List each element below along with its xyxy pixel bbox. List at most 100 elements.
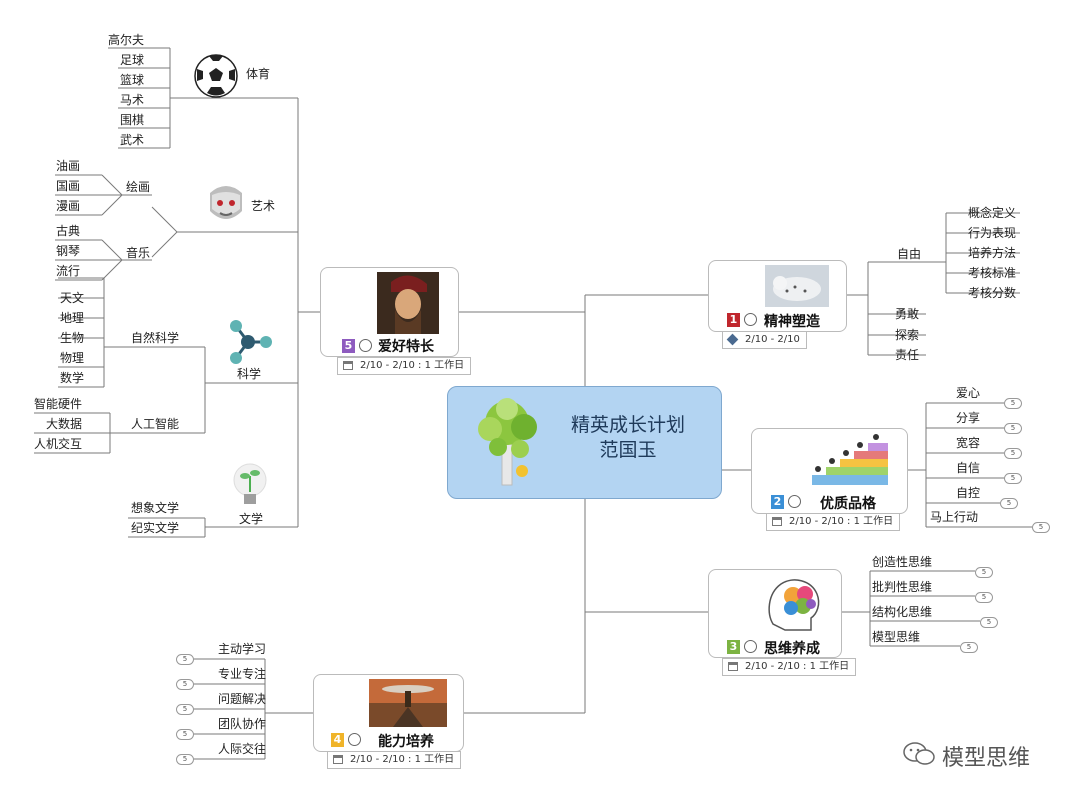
node-siwei-item[interactable]: 模型思维 xyxy=(872,630,921,644)
node-zeren[interactable]: 责任 xyxy=(895,348,920,362)
topic-title-aihao: 爱好特长 xyxy=(378,339,434,355)
node-huihua-child[interactable]: 漫画 xyxy=(56,199,81,213)
topic-card-pinge[interactable]: 2 优质品格 xyxy=(751,428,908,514)
node-tansuo[interactable]: 探索 xyxy=(895,328,920,342)
wechat-icon xyxy=(903,742,935,765)
topic-title-nengli: 能力培养 xyxy=(378,734,434,750)
node-ziyou-child[interactable]: 考核标准 xyxy=(968,266,1017,280)
node-pinge-item[interactable]: 马上行动 xyxy=(930,510,979,524)
node-nengli-item[interactable]: 人际交往 xyxy=(218,742,267,756)
node-ziran[interactable]: 自然科学 xyxy=(131,331,180,345)
node-tiyu-child[interactable]: 围棋 xyxy=(120,113,145,127)
date-text: 2/10 - 2/10 : 1 工作日 xyxy=(350,754,455,765)
topic-card-jingshen[interactable]: 1 精神塑造 xyxy=(708,260,847,332)
task-status-circle[interactable] xyxy=(359,339,372,352)
count-badge: 5 xyxy=(975,592,993,603)
node-yinyue-child[interactable]: 流行 xyxy=(56,264,81,278)
node-tiyu-child[interactable]: 足球 xyxy=(120,53,145,67)
node-tiyu-child[interactable]: 武术 xyxy=(120,133,145,147)
calendar-icon xyxy=(333,755,343,764)
topic-card-nengli[interactable]: 4 能力培养 xyxy=(313,674,464,752)
node-pinge-item[interactable]: 分享 xyxy=(956,411,981,425)
node-ai-child[interactable]: 人机交互 xyxy=(34,437,83,451)
topic-number-3: 3 xyxy=(727,640,740,654)
calendar-icon xyxy=(772,517,782,526)
node-yonggan[interactable]: 勇敢 xyxy=(895,307,920,321)
node-ziyou-child[interactable]: 考核分数 xyxy=(968,286,1017,300)
molecule-icon xyxy=(230,320,272,364)
central-topic[interactable]: 精英成长计划 范国玉 xyxy=(447,386,722,499)
node-nengli-item[interactable]: 问题解决 xyxy=(218,692,267,706)
topic-number-5: 5 xyxy=(342,339,355,353)
central-title-line2: 范国玉 xyxy=(599,439,657,461)
topic-number-1: 1 xyxy=(727,313,740,327)
topic-number-4: 4 xyxy=(331,733,344,747)
task-status-circle[interactable] xyxy=(348,733,361,746)
node-nengli-item[interactable]: 专业专注 xyxy=(218,667,267,681)
node-siwei-item[interactable]: 批判性思维 xyxy=(872,580,933,594)
snow-leopard-icon xyxy=(765,265,829,307)
node-tiyu-child[interactable]: 高尔夫 xyxy=(108,33,145,47)
node-nengli-item[interactable]: 团队协作 xyxy=(218,717,267,731)
date-text: 2/10 - 2/10 : 1 工作日 xyxy=(745,661,850,672)
node-tiyu-child[interactable]: 篮球 xyxy=(120,73,145,87)
node-huihua-child[interactable]: 油画 xyxy=(56,159,81,173)
node-siwei-item[interactable]: 创造性思维 xyxy=(872,555,933,569)
node-kexue[interactable]: 科学 xyxy=(237,367,262,381)
node-ziran-child[interactable]: 天文 xyxy=(60,291,85,305)
count-badge: 5 xyxy=(176,754,194,765)
node-ai[interactable]: 人工智能 xyxy=(131,417,180,431)
topic-card-siwei[interactable]: 3 思维养成 xyxy=(708,569,842,658)
count-badge: 5 xyxy=(176,654,194,665)
node-yinyue-child[interactable]: 钢琴 xyxy=(56,244,81,258)
node-tiyu[interactable]: 体育 xyxy=(246,67,271,81)
node-pinge-item[interactable]: 爱心 xyxy=(956,386,981,400)
node-siwei-item[interactable]: 结构化思维 xyxy=(872,605,933,619)
node-yinyue-child[interactable]: 古典 xyxy=(56,224,81,238)
node-ziran-child[interactable]: 物理 xyxy=(60,351,85,365)
count-badge: 5 xyxy=(176,729,194,740)
node-ziran-child[interactable]: 地理 xyxy=(60,311,85,325)
node-ziyou-child[interactable]: 培养方法 xyxy=(968,246,1017,260)
count-badge: 5 xyxy=(176,679,194,690)
count-badge: 5 xyxy=(980,617,998,628)
date-text: 2/10 - 2/10 xyxy=(745,334,800,345)
central-title-line1: 精英成长计划 xyxy=(570,414,685,436)
count-badge: 5 xyxy=(1004,398,1022,409)
node-wenxue-child[interactable]: 想象文学 xyxy=(131,501,180,515)
date-range-jingshen: 2/10 - 2/10 xyxy=(722,331,807,349)
node-ziyou-child[interactable]: 行为表现 xyxy=(968,226,1017,240)
count-badge: 5 xyxy=(176,704,194,715)
node-ai-child[interactable]: 智能硬件 xyxy=(34,397,83,411)
node-ziran-child[interactable]: 生物 xyxy=(60,331,85,345)
node-yinyue[interactable]: 音乐 xyxy=(126,246,151,260)
task-status-circle[interactable] xyxy=(744,313,757,326)
count-badge: 5 xyxy=(1004,423,1022,434)
node-pinge-item[interactable]: 自控 xyxy=(956,486,981,500)
calendar-icon xyxy=(728,662,738,671)
node-nengli-item[interactable]: 主动学习 xyxy=(218,642,267,656)
node-huihua-child[interactable]: 国画 xyxy=(56,179,81,193)
tree-icon xyxy=(478,398,537,486)
node-pinge-item[interactable]: 自信 xyxy=(956,461,981,475)
node-ai-child[interactable]: 大数据 xyxy=(46,417,83,431)
node-ziyou[interactable]: 自由 xyxy=(897,247,922,261)
date-range-siwei: 2/10 - 2/10 : 1 工作日 xyxy=(722,658,857,676)
topic-card-aihao[interactable]: 5 爱好特长 xyxy=(320,267,459,357)
mask-face-icon xyxy=(210,186,242,219)
node-yishu[interactable]: 艺术 xyxy=(251,199,276,213)
count-badge: 5 xyxy=(1032,522,1050,533)
central-topic-title: 精英成长计划 范国玉 xyxy=(548,413,708,463)
balance-rock-icon xyxy=(369,679,447,727)
date-range-pinge: 2/10 - 2/10 : 1 工作日 xyxy=(766,513,901,531)
node-wenxue[interactable]: 文学 xyxy=(239,512,264,526)
node-huihua[interactable]: 绘画 xyxy=(126,180,151,194)
node-ziyou-child[interactable]: 概念定义 xyxy=(968,206,1017,220)
brain-head-icon xyxy=(768,579,820,631)
node-ziran-child[interactable]: 数学 xyxy=(60,371,85,385)
task-status-circle[interactable] xyxy=(788,495,801,508)
task-status-circle[interactable] xyxy=(744,640,757,653)
node-tiyu-child[interactable]: 马术 xyxy=(120,93,145,107)
node-pinge-item[interactable]: 宽容 xyxy=(956,436,981,450)
node-wenxue-child[interactable]: 纪实文学 xyxy=(131,521,180,535)
